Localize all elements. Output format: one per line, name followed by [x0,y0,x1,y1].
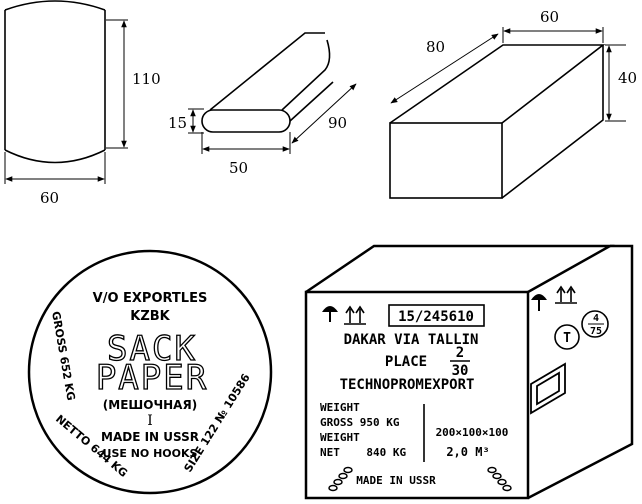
crate-side-markings: T 4 75 [530,285,609,415]
crate-net-weight: NET 840 KG [320,446,406,459]
box-width-label: 60 [540,8,559,26]
crate-number: 15/245610 [398,309,474,325]
sack-handling-note: USE NO HOOKS [103,447,198,460]
side-t-circle [554,324,580,350]
cylinder-height-dimension [106,19,128,149]
box-length-label: 80 [426,38,445,56]
crate-weight-label: WEIGHT [320,401,360,414]
bar-length-dimension [291,83,357,144]
bar-width-label: 50 [229,159,248,177]
crate-weight-label-2: WEIGHT [320,431,360,444]
crate-place-numerator: 2 [456,345,464,361]
sack-exporter-label: V/O EXPORTLES [93,291,208,306]
sack-gross-weight: GROSS 652 KG [49,310,77,401]
cylinder-diameter-label: 60 [40,189,59,207]
crate-volume: 2,0 M³ [446,445,489,459]
crate-gross-weight: GROSS 950 KG [320,416,400,429]
sack-grade: I [147,413,153,429]
crate-company: TECHNOPROMEXPORT [340,377,475,393]
cylinder-diameter-dimension [4,152,106,184]
crate-origin: MADE IN USSR [356,474,436,487]
this-way-up-icon [344,305,366,325]
box-height-label: 40 [618,69,637,87]
sack-subtitle: (МЕШОЧНАЯ) [103,398,197,412]
sack-title-line2: PAPER [96,358,208,398]
crate-front-markings: 15/245610 DAKAR VIA TALLIN PLACE 2 30 TE… [320,304,512,492]
sling-chain-icon-right [487,466,512,492]
crate-dimensions: 200×100×100 [436,426,509,439]
box-height-dimension [605,44,626,122]
sack-title-line1: SACK [107,329,197,369]
bar-width-dimension [201,132,291,154]
side-fraction-denominator: 75 [590,326,602,337]
side-this-way-up-icon [555,285,577,304]
cylinder-height-label: 110 [132,70,161,88]
sack-origin: MADE IN USSR [101,430,199,444]
crate-number-box [388,304,485,327]
box-length-dimension [390,33,499,104]
crate-route: DAKAR VIA TALLIN [344,332,479,348]
crate-place-label: PLACE [385,354,427,370]
side-window [530,362,566,415]
crate-place-denominator: 30 [452,363,469,379]
side-fraction-numerator: 4 [593,313,599,324]
side-t-mark: T [563,331,571,346]
side-keep-dry-icon [531,294,547,311]
sling-chain-icon-left [328,466,353,492]
side-fraction-circle [581,310,609,338]
box-width-dimension [502,27,604,43]
bar-figure [201,32,334,133]
bar-length-label: 90 [328,114,347,132]
sack-code-label: KZBK [130,309,170,324]
keep-dry-icon [322,306,338,322]
crate-figure [304,244,634,500]
bar-thickness-label: 15 [168,114,187,132]
box-figure [389,44,606,199]
bar-thickness-dimension [188,108,204,134]
sack-label-seal: V/O EXPORTLES KZBK SACK PAPER (МЕШОЧНАЯ)… [27,249,273,495]
cylinder-figure [4,0,106,164]
